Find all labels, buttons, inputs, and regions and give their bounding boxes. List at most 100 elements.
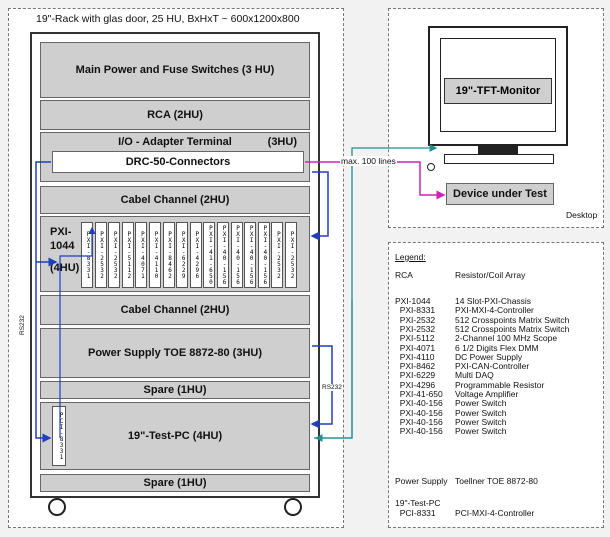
legend-rca-key: RCA xyxy=(395,270,413,280)
legend-item-value: 2-Channel 100 MHz Scope xyxy=(455,333,558,344)
legend-item-key: PXI-8331 xyxy=(395,305,436,316)
legend-item: PXI-40-156 Power Switch xyxy=(395,398,507,409)
cable-label: max. 100 lines xyxy=(340,156,397,166)
legend-test-pc: PCI-8331 PCI-MXI-4-Controller xyxy=(395,508,535,518)
rack-wheel-right xyxy=(284,498,302,516)
rack-title: 19"-Rack with glas door, 25 HU, BxHxT ~ … xyxy=(36,13,300,25)
legend-item-value: Power Switch xyxy=(455,426,507,437)
legend-power-supply-value: Toellner TOE 8872-80 xyxy=(455,476,538,486)
rs232-label-right: RS232 xyxy=(322,384,342,391)
pxi-slot-12: PXI-40-156 xyxy=(230,222,243,288)
legend-power-supply-key: Power Supply xyxy=(395,476,448,486)
spare-1-label: Spare (1HU) xyxy=(143,384,207,396)
rs232-line-left xyxy=(35,161,52,443)
legend-item: PXI-4110 DC Power Supply xyxy=(395,351,522,362)
legend-item-value: Power Switch xyxy=(455,407,507,418)
pxi-slot-6: PXI-4110 xyxy=(149,222,161,288)
pxi-chassis-label-2: 1044 xyxy=(50,240,75,252)
legend-item: PXI-4296 Programmable Resistor xyxy=(395,379,545,390)
rca-label: RCA (2HU) xyxy=(147,109,203,121)
legend-item-key: PXI-41-650 xyxy=(395,389,443,399)
legend-item-key: PXI-2532 xyxy=(395,323,436,334)
test-pc-label: 19"-Test-PC (4HU) xyxy=(127,430,223,442)
legend-item: PXI-41-650 Voltage Amplifier xyxy=(395,389,519,399)
device-under-test-label: Device under Test xyxy=(453,188,547,200)
spare-module-1: Spare (1HU) xyxy=(40,381,310,399)
legend-panel xyxy=(388,242,604,528)
rs232-label-left: RS232 xyxy=(19,315,26,335)
blue-line-pci xyxy=(59,226,96,438)
cabel-channel-2-label: Cabel Channel (2HU) xyxy=(120,304,230,316)
legend-item-value: Programmable Resistor xyxy=(455,379,545,390)
legend-item-value: 14 Slot-PXI-Chassis xyxy=(455,296,532,306)
legend-item: PXI-6229 Multi DAQ xyxy=(395,370,494,381)
pxi-slot-3: PXI-2532 xyxy=(108,222,121,288)
drc-connectors-label: DRC-50-Connectors xyxy=(125,156,231,168)
legend-item-value: PXI-CAN-Controller xyxy=(455,361,530,372)
legend-item-key: PXI-6229 xyxy=(395,370,436,381)
monitor-label: 19"-TFT-Monitor xyxy=(455,85,541,97)
legend-item: PXI-40-156 Power Switch xyxy=(395,426,507,437)
legend-item-key: PXI-40-156 xyxy=(395,398,443,409)
blue-line-right-drc xyxy=(310,171,329,241)
mouse-icon xyxy=(427,163,435,171)
legend-item-value: Power Switch xyxy=(455,398,507,409)
legend-item-key: PXI-40-156 xyxy=(395,426,443,437)
pxi-slot-16: PXI-2532 xyxy=(285,222,297,288)
legend-item-key: PXI-4296 xyxy=(395,379,436,390)
teal-line-pc xyxy=(314,300,353,442)
main-power-module: Main Power and Fuse Switches (3 HU) xyxy=(40,42,310,98)
legend-item-value: DC Power Supply xyxy=(455,351,523,362)
main-power-label: Main Power and Fuse Switches (3 HU) xyxy=(75,64,275,76)
legend-item: PXI-2532 512 Crosspoints Matrix Switch xyxy=(395,323,570,334)
cable-line-dut xyxy=(305,161,446,200)
legend-item-key: PXI-40-156 xyxy=(395,407,443,418)
drc-connectors: DRC-50-Connectors xyxy=(52,151,304,173)
power-supply-label: Power Supply TOE 8872-80 (3HU) xyxy=(87,347,263,359)
pxi-slot-5: PXI-4071 xyxy=(135,222,148,288)
pxi-slot-7: PXI-8462 xyxy=(162,222,175,288)
legend-item-value: PXI-MXI-4-Controller xyxy=(455,305,534,316)
cabel-channel-2: Cabel Channel (2HU) xyxy=(40,295,310,325)
pxi-chassis-label-1: PXI- xyxy=(50,226,72,238)
test-pc-module: 19"-Test-PC (4HU) xyxy=(40,402,310,470)
legend-item: PXI-40-156 Power Switch xyxy=(395,416,507,427)
device-under-test: Device under Test xyxy=(446,183,554,205)
legend-item-key: PXI-4110 xyxy=(395,351,435,362)
legend-item-value: Voltage Amplifier xyxy=(455,389,519,399)
io-adapter-hu-label: (3HU) xyxy=(267,136,297,148)
pxi-slot-10: PXI-41-650 xyxy=(203,222,216,288)
legend-test-pc-value: PCI-MXI-4-Controller xyxy=(455,508,535,518)
legend-test-pc-key: PCI-8331 xyxy=(395,508,436,518)
pci-card: PCI-8331 xyxy=(52,406,66,466)
rca-module: RCA (2HU) xyxy=(40,100,310,130)
legend-item-key: PXI-2532 xyxy=(395,314,436,325)
pxi-slot-4: PXI-5112 xyxy=(121,222,134,288)
desktop-caption: Desktop xyxy=(566,210,598,220)
rack-wheel-left xyxy=(48,498,66,516)
legend-test-pc-title: 19"-Test-PC xyxy=(395,498,441,508)
monitor-base xyxy=(444,154,554,164)
legend-item-key: PXI-40-156 xyxy=(395,416,443,427)
monitor-label-box: 19"-TFT-Monitor xyxy=(444,78,552,104)
legend-item: PXI-8331 PXI-MXI-4-Controller xyxy=(395,305,534,316)
pxi-slot-13: PXI-40-156 xyxy=(244,222,257,288)
cabel-channel-1: Cabel Channel (2HU) xyxy=(40,186,310,214)
legend-item: PXI-40-156 Power Switch xyxy=(395,407,507,418)
legend-rca-value: Resistor/Coil Array xyxy=(455,270,526,280)
legend-item-value: 512 Crosspoints Matrix Switch xyxy=(455,323,570,334)
spare-module-2: Spare (1HU) xyxy=(40,474,310,492)
spare-2-label: Spare (1HU) xyxy=(143,477,207,489)
legend-item-value: Multi DAQ xyxy=(455,370,494,381)
legend-title: Legend: xyxy=(395,252,426,262)
pxi-slot-11: PXI-40-156 xyxy=(217,222,229,288)
pxi-slot-14: PXI-40-156 xyxy=(257,222,270,288)
legend-item-value: Power Switch xyxy=(455,416,507,427)
legend-item-value: 6 1/2 Digits Flex DMM xyxy=(455,342,539,353)
legend-item-key: PXI-4071 xyxy=(395,342,436,353)
